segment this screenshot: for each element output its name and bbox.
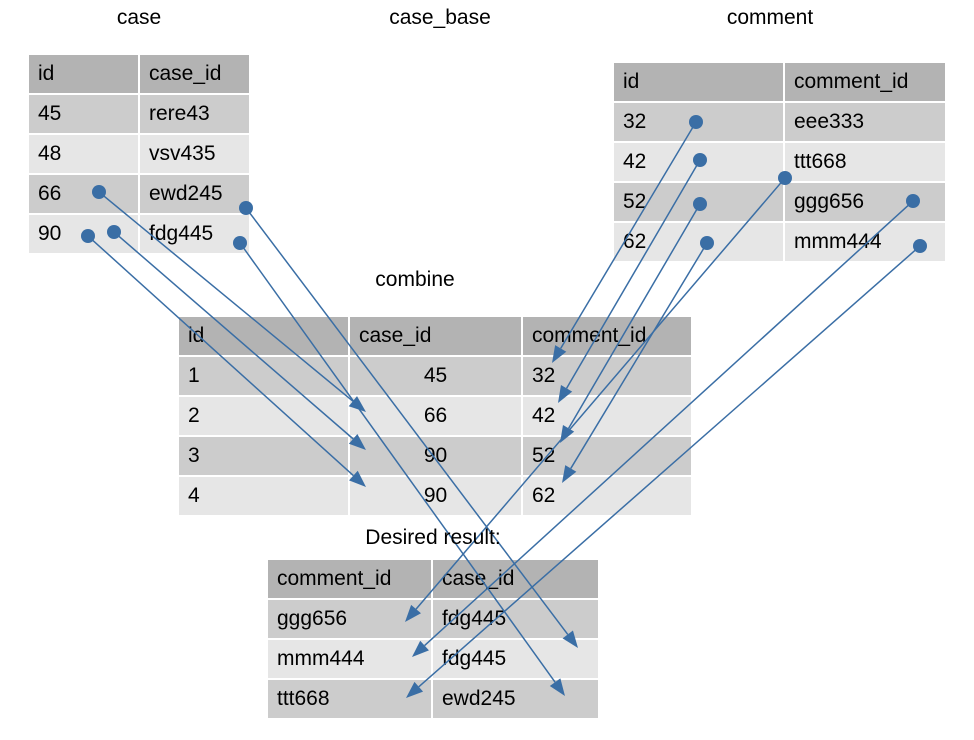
table-row: ttt668 ewd245 [268,680,598,718]
table-row: 32 eee333 [614,103,945,143]
cell-comment-id: ttt668 [785,143,945,183]
cell-case-id: fdg445 [140,215,249,253]
column-header-case-id: case_id [140,55,249,95]
column-header-id: id [179,317,350,357]
table-header-row: id comment_id [614,63,945,103]
table-title-combine: combine [375,268,455,291]
cell-id: 52 [614,183,785,223]
column-header-case-id: case_id [433,560,598,600]
cell-case-id: rere43 [140,95,249,135]
column-header-id: id [29,55,140,95]
cell-comment-id: ggg656 [785,183,945,223]
cell-id: 32 [614,103,785,143]
cell-id: 3 [179,437,350,477]
column-header-comment-id: comment_id [785,63,945,103]
table-row: mmm444 fdg445 [268,640,598,680]
table-row: 52 ggg656 [614,183,945,223]
cell-comment-id: ggg656 [268,600,433,640]
table-combine: id case_id comment_id 1 45 32 2 66 42 3 … [179,317,691,515]
table-title-case-base: case_base [389,6,491,29]
cell-case-id: fdg445 [433,600,598,640]
cell-case-id: fdg445 [433,640,598,680]
column-header-id: id [614,63,785,103]
table-row: 45 rere43 [29,95,249,135]
cell-id: 66 [29,175,140,215]
table-title-comment: comment [726,6,814,29]
cell-id: 45 [29,95,140,135]
table-row: 42 ttt668 [614,143,945,183]
cell-id: 1 [179,357,350,397]
cell-comment-id: 32 [523,357,691,397]
cell-case-id: vsv435 [140,135,249,175]
table-row: 62 mmm444 [614,223,945,261]
table-title-desired: Desired result: [365,526,501,549]
cell-comment-id: eee333 [785,103,945,143]
cell-comment-id: mmm444 [268,640,433,680]
cell-case-id: 90 [350,437,523,477]
table-row: 4 90 62 [179,477,691,515]
column-header-case-id: case_id [350,317,523,357]
table-case: id case_id 45 rere43 48 vsv435 66 ewd245… [29,55,249,253]
cell-comment-id: 52 [523,437,691,477]
column-header-comment-id: comment_id [268,560,433,600]
cell-comment-id: 42 [523,397,691,437]
table-comment: id comment_id 32 eee333 42 ttt668 52 ggg… [614,63,945,261]
table-desired-result: comment_id case_id ggg656 fdg445 mmm444 … [268,560,598,718]
table-row: ggg656 fdg445 [268,600,598,640]
cell-id: 62 [614,223,785,261]
table-row: 3 90 52 [179,437,691,477]
cell-id: 2 [179,397,350,437]
column-header-comment-id: comment_id [523,317,691,357]
cell-case-id: 45 [350,357,523,397]
cell-case-id: 66 [350,397,523,437]
table-title-case: case [116,6,162,29]
table-header-row: comment_id case_id [268,560,598,600]
cell-id: 42 [614,143,785,183]
table-row: 66 ewd245 [29,175,249,215]
cell-id: 90 [29,215,140,253]
cell-case-id: 90 [350,477,523,515]
cell-id: 4 [179,477,350,515]
table-row: 1 45 32 [179,357,691,397]
cell-case-id: ewd245 [140,175,249,215]
cell-case-id: ewd245 [433,680,598,718]
table-row: 90 fdg445 [29,215,249,253]
table-row: 48 vsv435 [29,135,249,175]
cell-comment-id: ttt668 [268,680,433,718]
table-header-row: id case_id comment_id [179,317,691,357]
table-header-row: id case_id [29,55,249,95]
cell-comment-id: mmm444 [785,223,945,261]
cell-comment-id: 62 [523,477,691,515]
table-row: 2 66 42 [179,397,691,437]
cell-id: 48 [29,135,140,175]
